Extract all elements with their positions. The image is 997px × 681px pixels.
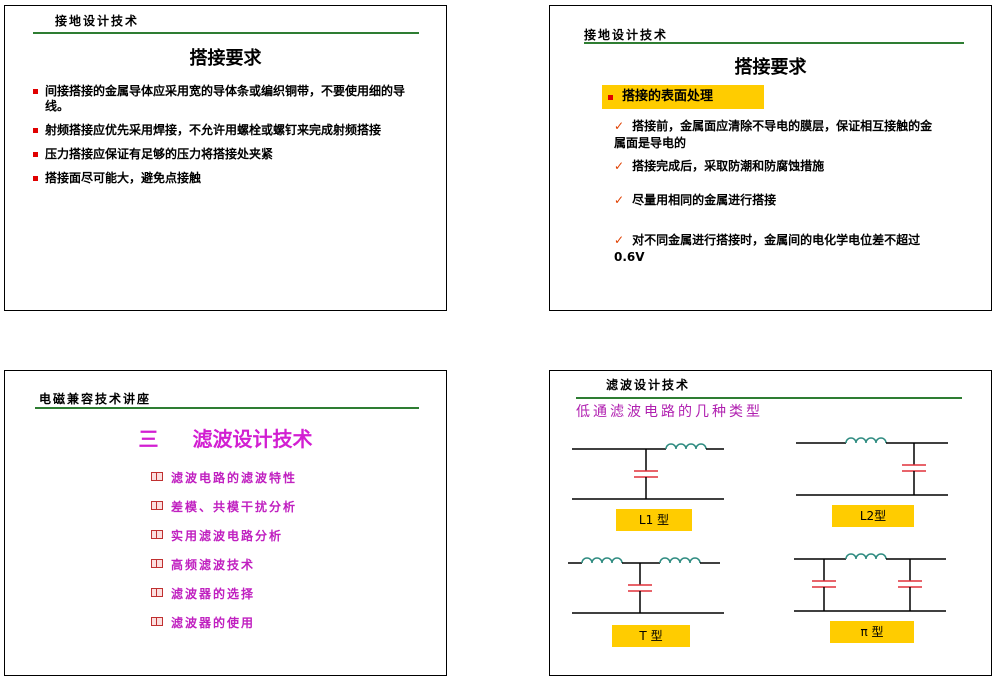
topic-item[interactable]: 滤波器的使用	[151, 614, 297, 643]
slide-lowpass-filter-types: 滤波设计技术 低通滤波电路的几种类型	[549, 370, 992, 676]
l1-filter-circuit	[572, 443, 724, 500]
slide-title: 搭接要求	[189, 48, 262, 69]
inductor-icon	[845, 437, 887, 444]
bullet-item: 压力搭接应保证有足够的压力将搭接处夹紧	[33, 147, 413, 162]
book-icon	[151, 617, 163, 626]
pi-filter-circuit	[794, 553, 946, 612]
topic-item[interactable]: 高频滤波技术	[151, 556, 297, 585]
topic-item[interactable]: 实用滤波电路分析	[151, 527, 297, 556]
slide-title: 搭接要求	[734, 57, 807, 78]
book-icon	[151, 530, 163, 539]
slide-header: 接地设计技术	[55, 14, 140, 28]
slide-filter-design-toc: 电磁兼容技术讲座 三 滤波设计技术 滤波电路的滤波特性 差模、共模干扰分析 实用滤…	[4, 370, 447, 676]
t-filter-circuit	[568, 557, 724, 614]
check-item: ✓搭接完成后，采取防潮和防腐蚀措施	[614, 159, 825, 173]
bullet-item: 间接搭接的金属导体应采用宽的导体条或编织铜带，不要使用细的导线。	[33, 84, 413, 114]
header-rule	[576, 397, 962, 399]
slide-header: 滤波设计技术	[606, 378, 691, 392]
bullet-list: 间接搭接的金属导体应采用宽的导体条或编织铜带，不要使用细的导线。 射频搭接应优先…	[33, 84, 413, 195]
bullet-square-icon	[608, 95, 613, 100]
check-icon: ✓	[614, 193, 625, 207]
slide-bonding-requirements-2: 接地设计技术 搭接要求 搭接的表面处理 ✓搭接前，金属面应清除不导电的膜层，保证…	[549, 5, 992, 311]
check-item: ✓尽量用相同的金属进行搭接	[614, 193, 777, 207]
surface-treatment-heading: 搭接的表面处理	[602, 85, 764, 109]
slide-bonding-requirements-1: 接地设计技术 搭接要求 间接搭接的金属导体应采用宽的导体条或编织铜带，不要使用细…	[4, 5, 447, 311]
bullet-square-icon	[33, 128, 38, 133]
header-rule	[584, 42, 964, 44]
bullet-square-icon	[33, 89, 38, 94]
check-icon: ✓	[614, 119, 625, 133]
filter-circuits-diagram	[568, 437, 948, 614]
topic-item[interactable]: 差模、共模干扰分析	[151, 498, 297, 527]
l1-type-label: L1 型	[616, 509, 692, 531]
l2-type-label: L2型	[832, 505, 914, 527]
topic-item[interactable]: 滤波器的选择	[151, 585, 297, 614]
book-icon	[151, 472, 163, 481]
bullet-item: 射频搭接应优先采用焊接，不允许用螺栓或螺钉来完成射频搭接	[33, 123, 413, 138]
check-item: ✓对不同金属进行搭接时，金属间的电化学电位差不超过0.6V	[614, 233, 921, 264]
t-type-label: T 型	[612, 625, 690, 647]
book-icon	[151, 588, 163, 597]
bullet-square-icon	[33, 152, 38, 157]
book-icon	[151, 559, 163, 568]
bullet-square-icon	[33, 176, 38, 181]
section-number: 三	[138, 427, 159, 451]
header-rule	[33, 32, 419, 34]
check-icon: ✓	[614, 159, 625, 173]
inductor-icon	[665, 443, 707, 450]
section-title: 三 滤波设计技术	[5, 423, 446, 452]
section-title-text: 滤波设计技术	[192, 427, 313, 451]
inductor-icon	[581, 557, 623, 564]
check-item: ✓搭接前，金属面应清除不导电的膜层，保证相互接触的金属面是导电的	[614, 119, 933, 150]
slide-subtitle: 低通滤波电路的几种类型	[576, 404, 763, 420]
l2-filter-circuit	[796, 437, 948, 496]
check-icon: ✓	[614, 233, 625, 247]
bullet-item: 搭接面尽可能大，避免点接触	[33, 171, 413, 186]
slide-header: 电磁兼容技术讲座	[39, 392, 152, 406]
inductor-icon	[659, 557, 701, 564]
topic-list: 滤波电路的滤波特性 差模、共模干扰分析 实用滤波电路分析 高频滤波技术 滤波器的…	[151, 469, 297, 643]
topic-item[interactable]: 滤波电路的滤波特性	[151, 469, 297, 498]
header-rule	[35, 407, 419, 409]
pi-type-label: π 型	[830, 621, 914, 643]
inductor-icon	[845, 553, 887, 560]
slide-header: 接地设计技术	[584, 28, 669, 42]
book-icon	[151, 501, 163, 510]
